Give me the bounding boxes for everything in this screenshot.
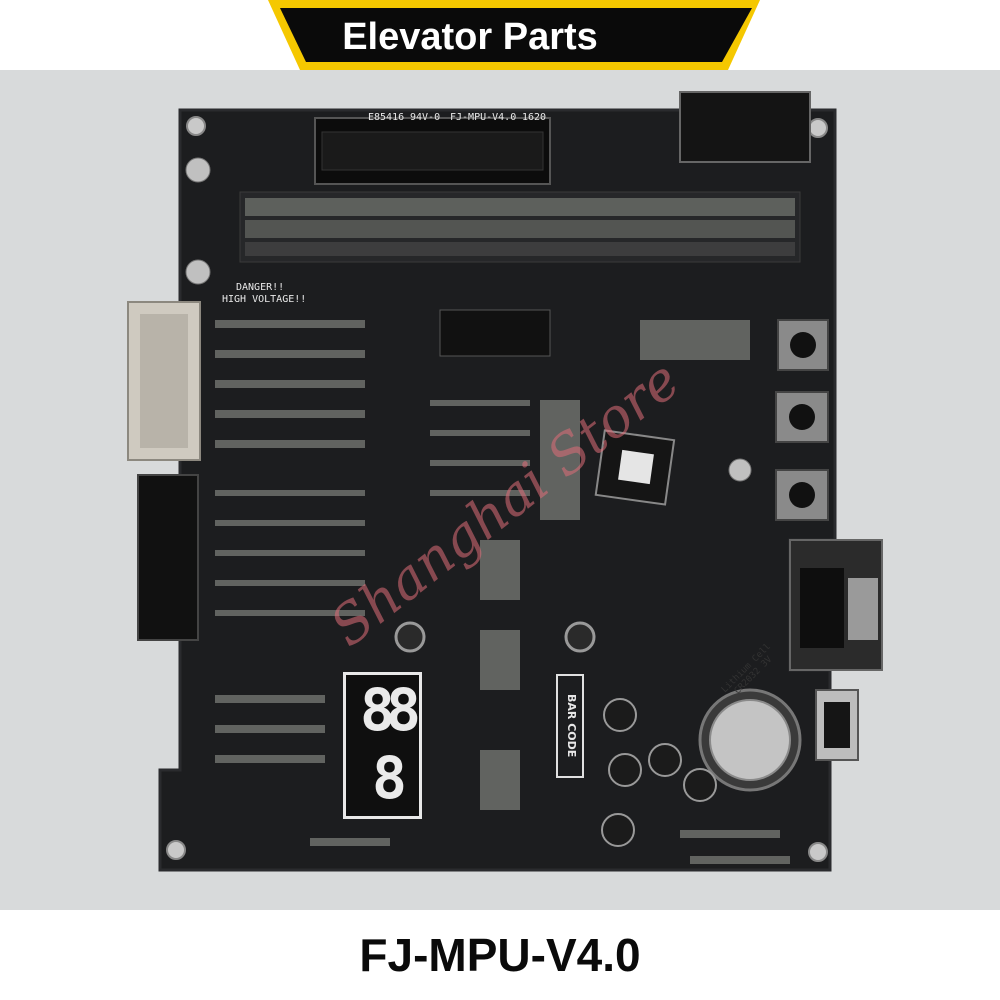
mount-hole <box>808 118 828 138</box>
pin-header <box>439 309 551 357</box>
banner-shape <box>268 0 760 70</box>
silk-code: E85416 <box>368 112 405 123</box>
capacitor <box>185 157 211 183</box>
coin-battery <box>709 699 791 781</box>
capacitor <box>601 813 635 847</box>
capacitor <box>185 259 211 285</box>
product-photo: E85416 94V-0 FJ-MPU-V4.0 1620 DANGER!! H… <box>0 70 1000 910</box>
silk-warning-2: HIGH VOLTAGE!! <box>222 294 307 305</box>
silk-warning-1: DANGER!! <box>236 282 285 293</box>
capacitor <box>728 458 752 482</box>
capacitor <box>683 768 717 802</box>
capacitor <box>648 743 682 777</box>
display-digit: 8 <box>386 676 421 744</box>
circuit-board <box>127 91 883 872</box>
push-button-cap <box>789 404 815 430</box>
display-digit: 8 <box>360 676 395 744</box>
mount-hole <box>808 842 828 862</box>
banner-fill <box>280 8 752 62</box>
mount-hole <box>166 840 186 860</box>
seven-segment-display: 8 8 8 <box>343 672 422 819</box>
db9-shell <box>800 568 844 648</box>
bottom-banner: FJ-MPU-V4.0 <box>0 910 1000 1000</box>
display-digit: 8 <box>372 744 407 812</box>
ribbon-connector-pins <box>321 131 544 171</box>
silk-model: FJ-MPU-V4.0 <box>450 112 517 123</box>
terminal-connector-slots <box>140 314 188 448</box>
mount-hole <box>186 116 206 136</box>
usb-port-inner <box>824 702 850 748</box>
terminal-connector-black <box>137 474 199 641</box>
product-model-title: FJ-MPU-V4.0 <box>359 929 641 981</box>
top-banner: Elevator Parts <box>0 0 1000 70</box>
led-row <box>239 191 801 263</box>
mount-hole <box>394 621 426 653</box>
relay <box>679 91 811 163</box>
capacitor <box>608 753 642 787</box>
bar-code-label: BAR CODE <box>556 674 584 778</box>
banner-title: Elevator Parts <box>342 16 598 58</box>
capacitor <box>603 698 637 732</box>
smd-components <box>215 320 790 864</box>
db9-metal <box>848 578 878 640</box>
silk-date: 1620 <box>522 112 547 123</box>
mount-hole <box>564 621 596 653</box>
push-button-cap <box>789 482 815 508</box>
push-button-cap <box>790 332 816 358</box>
silk-rating: 94V-0 <box>410 112 441 123</box>
chip-label <box>618 449 654 485</box>
